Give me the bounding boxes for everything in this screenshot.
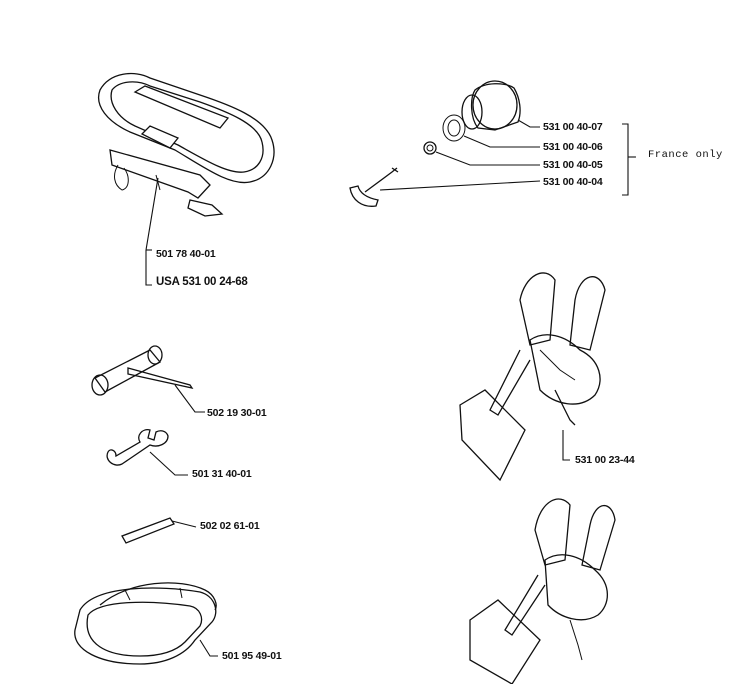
nut-part-number: 531 00 40-05	[543, 159, 603, 171]
knob-leader-lines	[379, 119, 636, 196]
open-wrench-leader	[149, 451, 188, 476]
belt-part-number: 501 78 40-01	[156, 248, 216, 260]
france-only-note: France only	[648, 149, 723, 161]
belt-drawing	[98, 72, 275, 217]
combination-wrench-leader	[174, 384, 205, 413]
open-wrench-drawing	[106, 429, 169, 466]
open-wrench-part-number: 501 31 40-01	[192, 468, 252, 480]
harness-leader-line	[562, 430, 570, 461]
goggles-drawing	[74, 582, 217, 665]
washer-part-number: 531 00 40-06	[543, 141, 603, 153]
belt-leader-line	[145, 177, 159, 286]
goggles-part-number: 501 95 49-01	[222, 650, 282, 662]
combination-wrench-part-number: 502 19 30-01	[207, 407, 267, 419]
hook-part-number: 531 00 40-04	[543, 176, 603, 188]
goggles-leader	[199, 639, 218, 657]
knob-assembly-drawing	[349, 80, 521, 207]
pin-part-number: 502 02 61-01	[200, 520, 260, 532]
knob-part-number: 531 00 40-07	[543, 121, 603, 133]
harness-part-number: 531 00 23-44	[575, 454, 635, 466]
belt-usa-part-number: USA 531 00 24-68	[156, 276, 248, 288]
pin-leader	[171, 520, 197, 528]
combination-wrench-drawing	[91, 345, 194, 396]
harness-lower-drawing	[469, 498, 616, 684]
harness-drawing	[459, 272, 606, 482]
pin-drawing	[121, 517, 175, 544]
